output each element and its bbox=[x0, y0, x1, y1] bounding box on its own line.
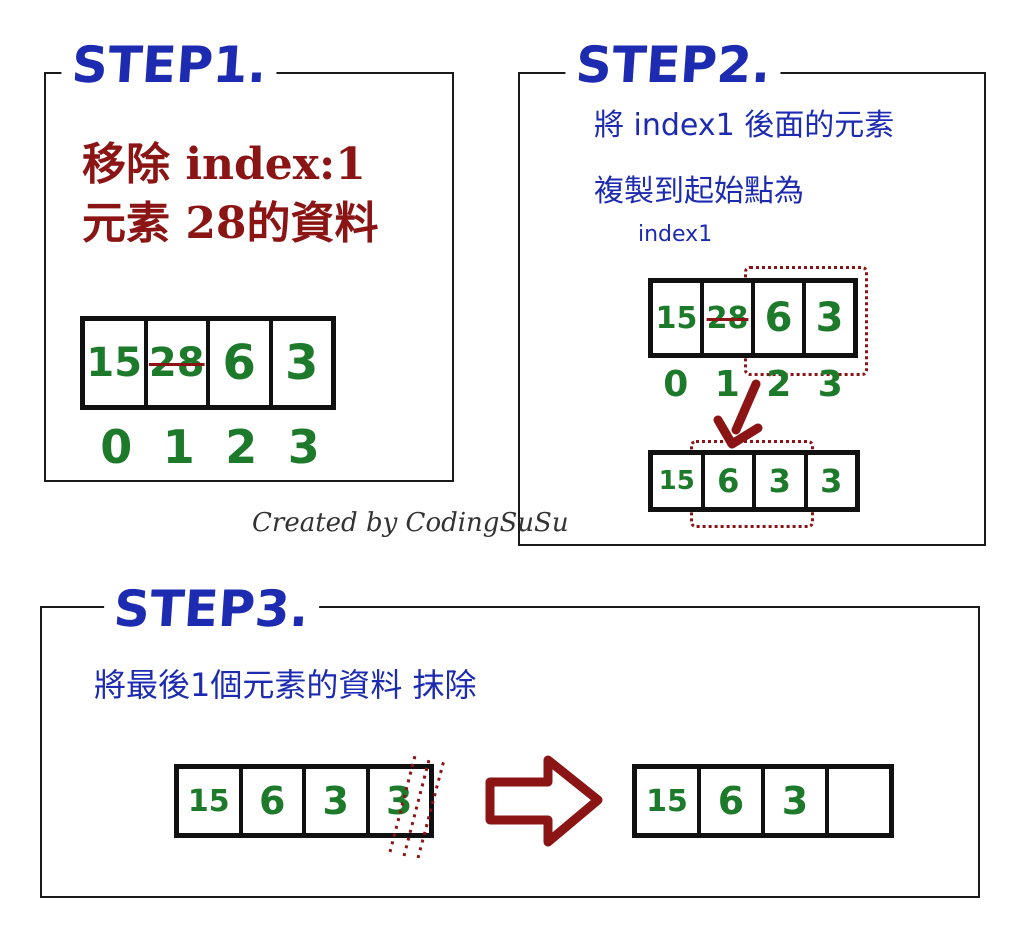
array-cell: 6 bbox=[243, 769, 306, 833]
index-label: 2 bbox=[225, 420, 258, 474]
array-cell-erased: 3 bbox=[386, 779, 413, 823]
array-cell: 15 bbox=[179, 769, 243, 833]
step2-array-after: 15 6 3 3 bbox=[648, 450, 860, 512]
step2-note-line2: 複製到起始點為 bbox=[594, 174, 804, 209]
array-cell: 6 bbox=[210, 321, 273, 405]
index-label: 0 bbox=[100, 420, 133, 474]
step3-array-after: 15 6 3 bbox=[632, 764, 894, 838]
array-cell: 3 bbox=[820, 462, 843, 500]
array-cell: 6 bbox=[701, 769, 765, 833]
index-label: 1 bbox=[162, 420, 195, 474]
array-cell: 6 bbox=[755, 283, 806, 353]
array-cell: 15 bbox=[653, 283, 704, 353]
array-cell-removed: 28 bbox=[148, 321, 210, 405]
step3-frame bbox=[40, 606, 980, 898]
index-label: 2 bbox=[766, 364, 792, 405]
credit-text: Created by CodingSuSu bbox=[252, 508, 569, 538]
step2-array-before: 15 28 6 3 bbox=[648, 278, 858, 358]
index-label: 3 bbox=[287, 420, 320, 474]
array-cell: 6 bbox=[705, 455, 756, 507]
step1-note-line2: 元素 28的資料 bbox=[82, 198, 379, 250]
step2-note-line1: 將 index1 後面的元素 bbox=[594, 108, 895, 143]
array-cell-removed: 28 bbox=[704, 283, 755, 353]
step1-array: 15 28 6 3 bbox=[80, 316, 336, 410]
array-cell: 3 bbox=[306, 769, 370, 833]
step1-note: 移除 index:1 元素 28的資料 bbox=[82, 135, 379, 254]
array-cell: 15 bbox=[653, 455, 705, 507]
step2-note-line3: index1 bbox=[638, 222, 713, 247]
array-cell: 15 bbox=[637, 769, 701, 833]
index-label: 0 bbox=[663, 364, 689, 405]
step3-note: 將最後1個元素的資料 抹除 bbox=[94, 666, 477, 704]
step1-indices: 0 1 2 3 bbox=[85, 420, 335, 474]
step2-indices: 0 1 2 3 bbox=[650, 364, 856, 405]
array-cell: 3 bbox=[815, 295, 844, 341]
array-cell: 3 bbox=[756, 455, 808, 507]
array-cell: 3 bbox=[765, 769, 829, 833]
array-cell: 3 bbox=[285, 335, 319, 391]
step1-note-line1: 移除 index:1 bbox=[82, 139, 366, 190]
step3-array-before: 15 6 3 3 bbox=[174, 764, 434, 838]
index-label: 1 bbox=[714, 364, 740, 405]
array-cell-empty bbox=[829, 769, 889, 833]
array-cell: 15 bbox=[85, 321, 148, 405]
index-label: 3 bbox=[817, 364, 843, 405]
